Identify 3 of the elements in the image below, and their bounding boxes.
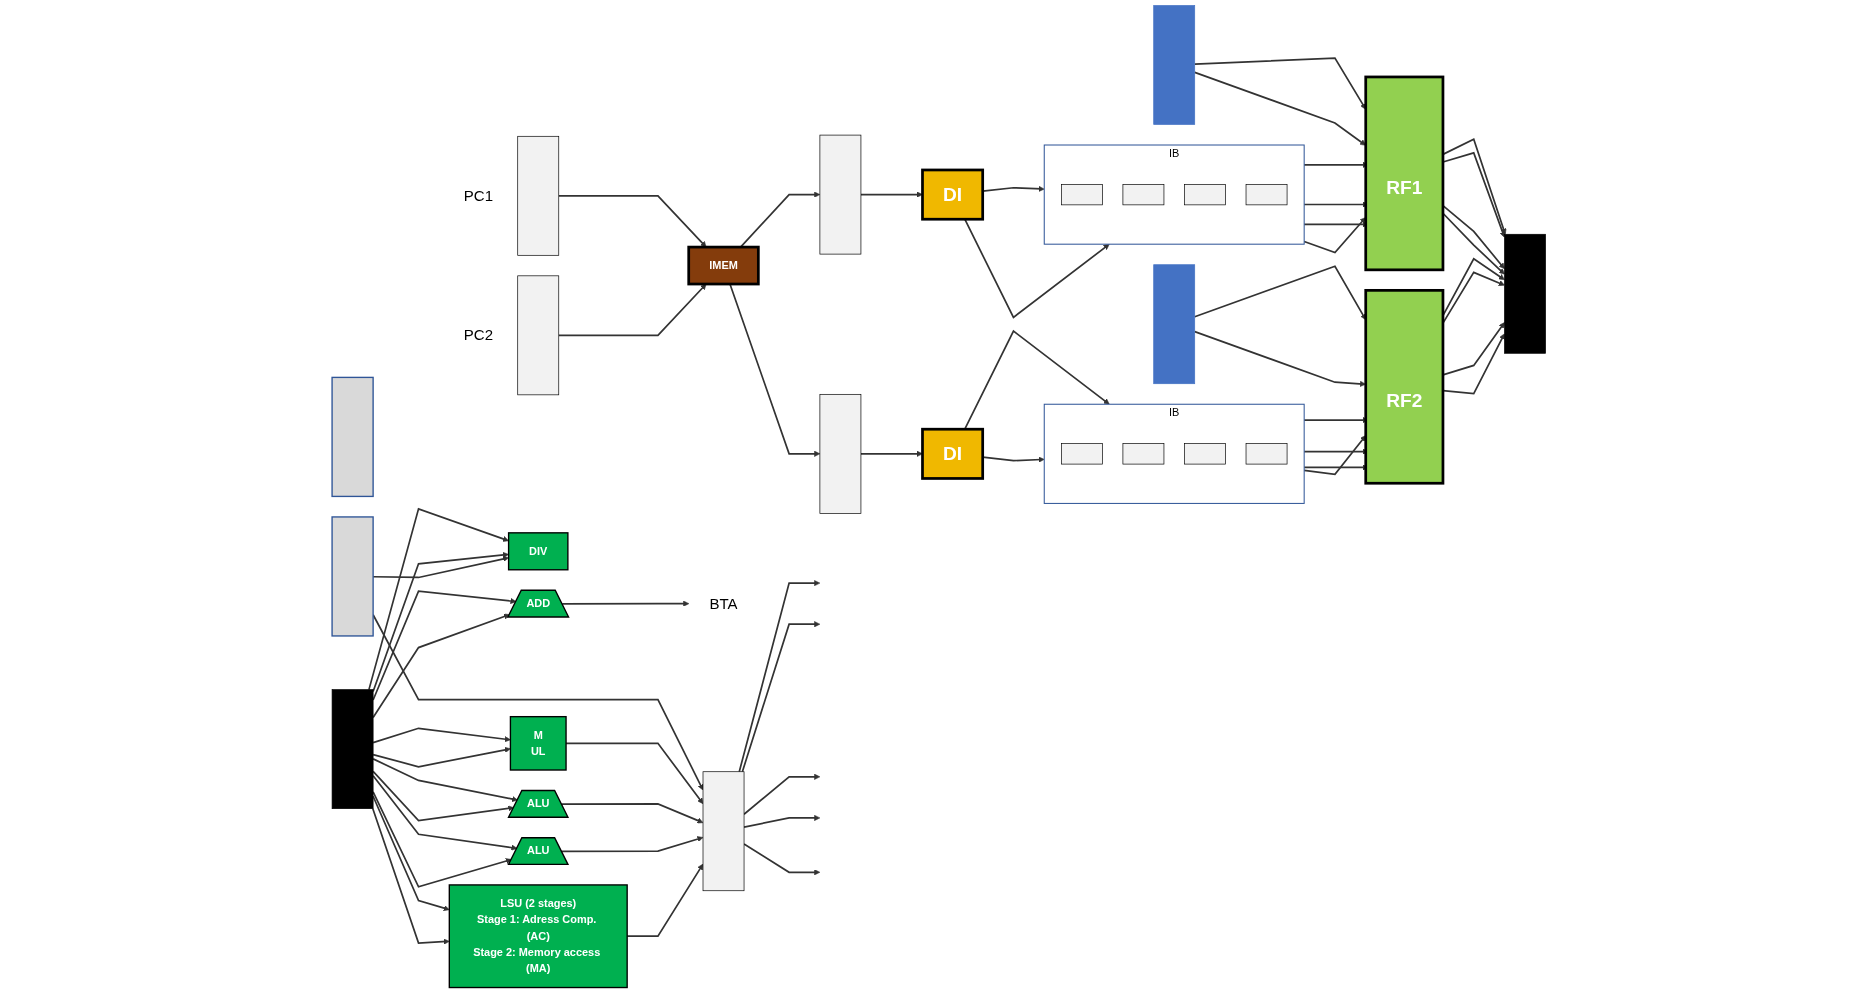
node-label: PC1	[463, 187, 494, 205]
node-label: PC2	[463, 326, 494, 344]
node-text: BTA	[709, 595, 738, 613]
